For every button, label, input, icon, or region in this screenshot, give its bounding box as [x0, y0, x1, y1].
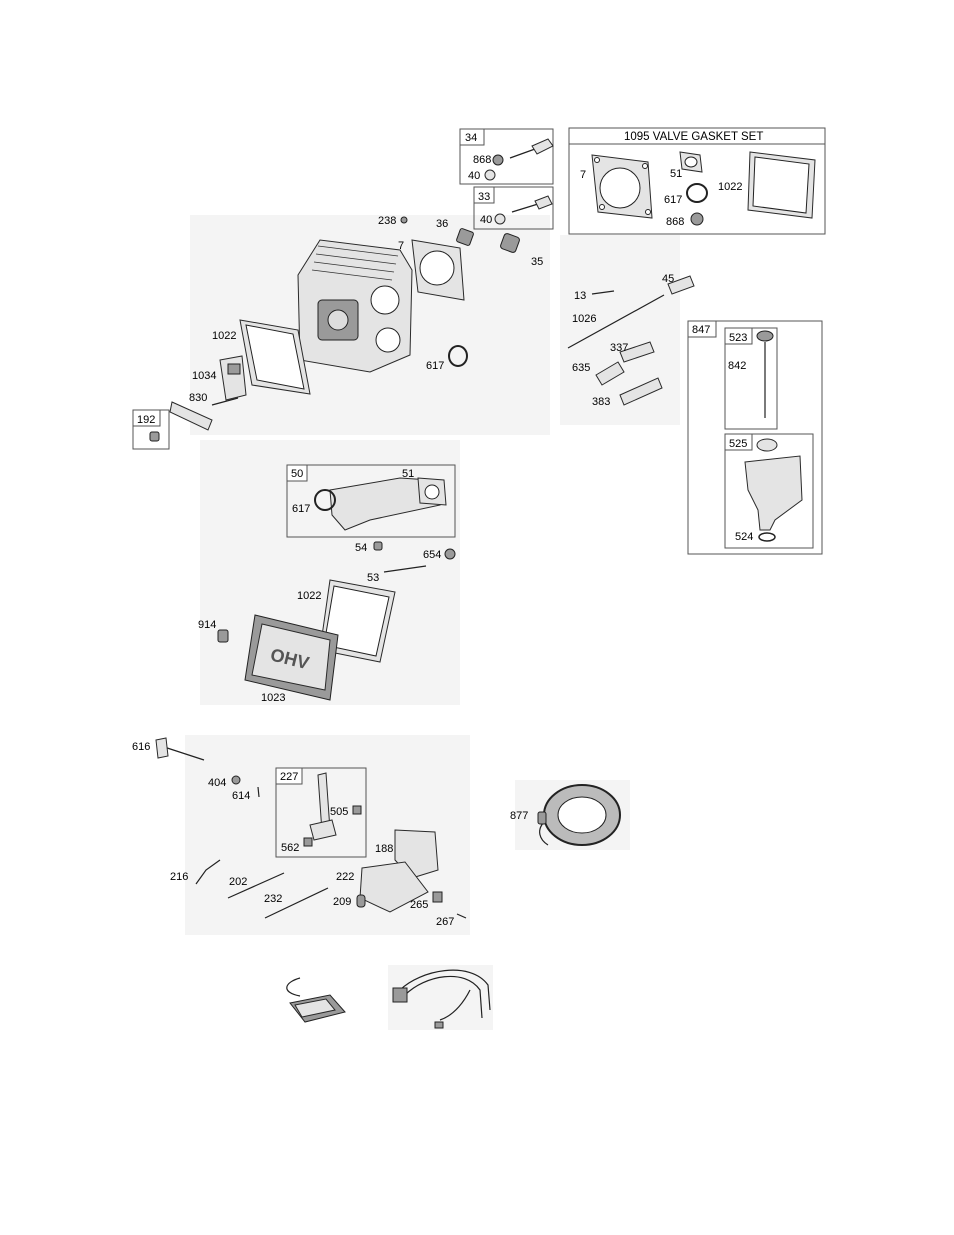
callout-50: 50 — [291, 468, 303, 480]
callout-7: 7 — [398, 240, 404, 252]
bolt — [374, 542, 382, 550]
callout-847: 847 — [692, 324, 710, 336]
callout-202: 202 — [229, 876, 247, 888]
callout-635: 635 — [572, 362, 590, 374]
callout-267: 267 — [436, 916, 454, 928]
callout-1095-valve-gasket-set: 1095 VALVE GASKET SET — [624, 131, 763, 143]
callout-53: 53 — [367, 572, 379, 584]
callout-232: 232 — [264, 893, 282, 905]
exhaust-valve — [532, 139, 553, 154]
callout-1022: 1022 — [212, 330, 236, 342]
governor-shaft — [156, 738, 168, 758]
callout-337: 337 — [610, 342, 628, 354]
nut — [353, 806, 361, 814]
callout-617: 617 — [292, 503, 310, 515]
callout-1022: 1022 — [297, 590, 321, 602]
pushrod-panel — [560, 235, 680, 425]
callout-54: 54 — [355, 542, 367, 554]
valve-retainer — [495, 214, 505, 224]
valve-retainer — [485, 170, 495, 180]
clip — [433, 892, 442, 902]
callout-7: 7 — [580, 169, 586, 181]
wiring-harness — [388, 965, 493, 1030]
callout-45: 45 — [662, 273, 674, 285]
group-34-box: 34 868 40 — [460, 129, 553, 184]
callout-34: 34 — [465, 132, 477, 144]
callout-524: 524 — [735, 531, 753, 543]
callout-1023: 1023 — [261, 692, 285, 704]
callout-51: 51 — [402, 468, 414, 480]
callout-505: 505 — [330, 806, 348, 818]
callout-192: 192 — [137, 414, 155, 426]
o-ring — [687, 184, 707, 202]
ignition-module — [287, 978, 345, 1022]
callout-654: 654 — [423, 549, 441, 561]
callout-13: 13 — [574, 290, 586, 302]
callout-40: 40 — [468, 170, 480, 182]
callout-216: 216 — [170, 871, 188, 883]
callout-877: 877 — [510, 810, 528, 822]
nut — [445, 549, 455, 559]
callout-222: 222 — [336, 871, 354, 883]
callout-525: 525 — [729, 438, 747, 450]
callout-523: 523 — [729, 332, 747, 344]
cover-bolt — [218, 630, 228, 642]
callout-914: 914 — [198, 619, 216, 631]
group-847-box: 847 523 842 525 524 — [688, 321, 822, 554]
callout-265: 265 — [410, 899, 428, 911]
spring — [357, 895, 365, 907]
callout-1034: 1034 — [192, 370, 216, 382]
callout-562: 562 — [281, 842, 299, 854]
oil-fill-tube — [745, 456, 802, 530]
bolt — [150, 432, 159, 441]
callout-33: 33 — [478, 191, 490, 203]
callout-614: 614 — [232, 790, 250, 802]
callout-616: 616 — [132, 741, 150, 753]
valve-gasket-set-box: 1095 VALVE GASKET SET 7 51 617 868 1022 — [569, 128, 825, 234]
callout-842: 842 — [728, 360, 746, 372]
intake-valve — [535, 196, 552, 209]
callout-36: 36 — [436, 218, 448, 230]
alternator-stator: 877 — [510, 780, 630, 850]
washer — [232, 776, 240, 784]
callout-35: 35 — [531, 256, 543, 268]
callout-40: 40 — [480, 214, 492, 226]
valve-seal — [493, 155, 503, 165]
callout-209: 209 — [333, 896, 351, 908]
callout-1026: 1026 — [572, 313, 596, 325]
callout-383: 383 — [592, 396, 610, 408]
callout-617: 617 — [426, 360, 444, 372]
callout-830: 830 — [189, 392, 207, 404]
callout-868: 868 — [666, 216, 684, 228]
valve-seal — [691, 213, 703, 225]
group-192-box: 192 — [133, 410, 169, 449]
callout-868: 868 — [473, 154, 491, 166]
callout-617: 617 — [664, 194, 682, 206]
callout-238: 238 — [378, 215, 396, 227]
o-ring — [759, 533, 775, 541]
callout-404: 404 — [208, 777, 226, 789]
callout-188: 188 — [375, 843, 393, 855]
callout-1022: 1022 — [718, 181, 742, 193]
dipstick-cap — [757, 331, 773, 341]
bolt — [304, 838, 312, 846]
callout-51: 51 — [670, 168, 682, 180]
callout-227: 227 — [280, 771, 298, 783]
